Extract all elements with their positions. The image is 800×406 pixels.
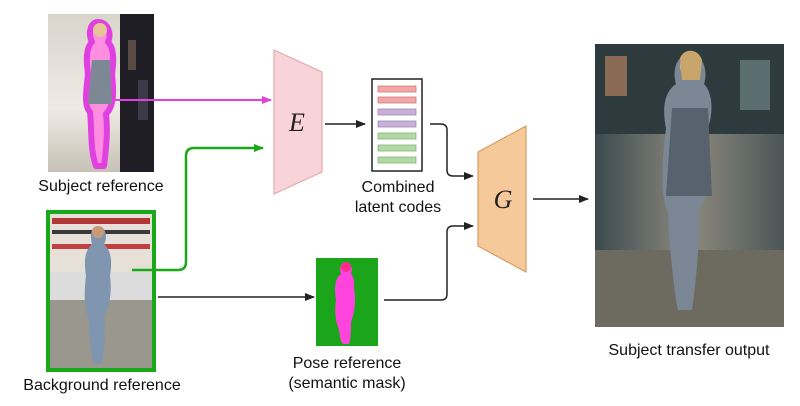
latent-code-bar: [377, 144, 417, 152]
latent-code-bar: [377, 85, 417, 93]
encoder-label: E: [288, 108, 305, 137]
latent-code-bar: [377, 120, 417, 128]
pose-reference-label: Pose reference (semantic mask): [267, 354, 427, 394]
latent-codes-label-line-2: latent codes: [354, 199, 442, 216]
pose-reference-label-line-2: (semantic mask): [288, 375, 406, 392]
subject-reference-image: [48, 14, 154, 172]
pose-reference-label-line-1: Pose reference: [292, 355, 402, 372]
latent-code-bar: [377, 156, 417, 164]
latent-code-bar: [377, 108, 417, 116]
latent-to-generator-arrow: [430, 123, 474, 180]
generator-label: G: [494, 185, 513, 214]
generator-block: G: [477, 124, 527, 274]
background-reference-image: [46, 210, 156, 372]
encoder-block: E: [273, 49, 323, 195]
latent-codes-label-line-1: Combined: [361, 179, 435, 196]
subject-transfer-output-image: [595, 44, 784, 327]
latent-codes-label: Combined latent codes: [343, 178, 453, 218]
pose-to-generator-arrow: [384, 222, 474, 301]
background-reference-label: Background reference: [23, 377, 181, 394]
pose-reference-mask: [316, 258, 378, 346]
latent-codes-stack: [371, 78, 423, 172]
latent-code-bar: [377, 132, 417, 140]
background-to-encoder-arrow: [132, 144, 264, 272]
latent-code-bar: [377, 96, 417, 104]
subject-reference-label: Subject reference: [38, 178, 164, 195]
subject-transfer-output-label: Subject transfer output: [608, 342, 770, 359]
subject-outline: [83, 19, 117, 169]
